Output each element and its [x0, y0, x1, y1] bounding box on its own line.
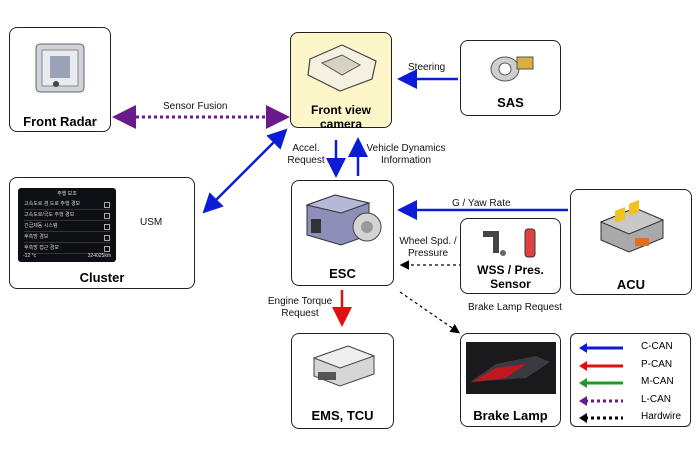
legend-item: Hardwire: [579, 410, 689, 428]
g-yaw-label: G / Yaw Rate: [452, 198, 511, 209]
legend-label: Hardwire: [641, 411, 682, 422]
cluster-screen-item: 고속도로/국도 주행 경보: [24, 210, 110, 221]
checkbox-icon: [104, 213, 110, 219]
legend-swatch: [579, 378, 623, 388]
steering-label: Steering: [408, 62, 446, 73]
cluster-camera-arrow: [202, 128, 288, 214]
acu-label: ACU: [616, 277, 646, 292]
legend-swatch: [579, 413, 623, 423]
front-radar-node[interactable]: Front Radar: [9, 27, 111, 132]
sas-image: [490, 56, 534, 82]
checkbox-icon: [104, 224, 110, 230]
front-camera-node[interactable]: Front view camera: [290, 32, 392, 131]
sas-node[interactable]: SAS: [460, 40, 561, 116]
acu-node[interactable]: ACU: [570, 189, 692, 295]
front-radar-label: Front Radar: [23, 114, 97, 129]
brake-lamp-label: Brake Lamp: [473, 408, 548, 423]
engine-torque-label: Engine Torque Request: [267, 296, 333, 319]
checkbox-icon: [104, 235, 110, 241]
legend-item: L-CAN: [579, 393, 689, 411]
wss-node[interactable]: WSS / Pres. Sensor: [460, 218, 561, 294]
usm-label: USM: [140, 217, 163, 228]
sas-label: SAS: [497, 95, 524, 110]
legend-swatch: [579, 360, 623, 371]
cluster-footer-right: 324025km: [87, 253, 111, 259]
wss-label: WSS / Pres. Sensor: [477, 263, 544, 291]
legend-label: P-CAN: [641, 358, 673, 370]
cluster-screen-item: 후측방 접근 경보: [24, 243, 110, 254]
brake-lamp-request-label: Brake Lamp Request: [468, 302, 562, 313]
esc-node[interactable]: ESC: [291, 180, 394, 286]
accel-request-label: Accel. Request: [287, 143, 325, 166]
vehicle-dynamics-label: Vehicle Dynamics Information: [366, 143, 446, 166]
cluster-screen-item: 고속도로 겸 도로 주행 경보: [24, 199, 110, 210]
ems-node[interactable]: EMS, TCU: [291, 333, 394, 429]
cluster-screen-item: 긴급제동 시스템: [24, 221, 110, 232]
ems-label: EMS, TCU: [311, 408, 374, 423]
legend-swatch: [579, 343, 623, 353]
legend-label: C-CAN: [641, 341, 673, 352]
brake-lamp-image: [466, 342, 556, 394]
camera-image: [307, 44, 377, 92]
legend-item: P-CAN: [579, 358, 689, 376]
legend-item: C-CAN: [579, 340, 689, 358]
legend-label: L-CAN: [641, 393, 672, 405]
radar-image: [35, 43, 85, 93]
wheel-speed-label: Wheel Spd. / Pressure: [399, 236, 457, 259]
front-camera-label: Front view camera: [310, 103, 371, 131]
brake-lamp-node[interactable]: Brake Lamp: [460, 333, 561, 427]
legend-item: M-CAN: [579, 375, 689, 393]
checkbox-icon: [104, 246, 110, 252]
cluster-footer-left: -12 °c: [23, 253, 37, 259]
acu-image: [599, 199, 665, 253]
cluster-label: Cluster: [79, 270, 125, 285]
ems-image: [312, 345, 376, 387]
cluster-screen-title: 주행 보조: [57, 191, 77, 197]
checkbox-icon: [104, 202, 110, 208]
brake-lamp-arrow: [399, 291, 460, 334]
legend-swatch: [579, 395, 623, 406]
cluster-screen-item: 후측방 경보: [24, 232, 110, 243]
wss-image: [483, 228, 536, 258]
esc-image: [305, 194, 382, 246]
esc-label: ESC: [329, 266, 356, 281]
legend-label: M-CAN: [641, 376, 674, 387]
legend: C-CAN P-CAN M-CAN L-CAN Hardwire: [570, 333, 691, 427]
sensor-fusion-label: Sensor Fusion: [163, 101, 228, 112]
